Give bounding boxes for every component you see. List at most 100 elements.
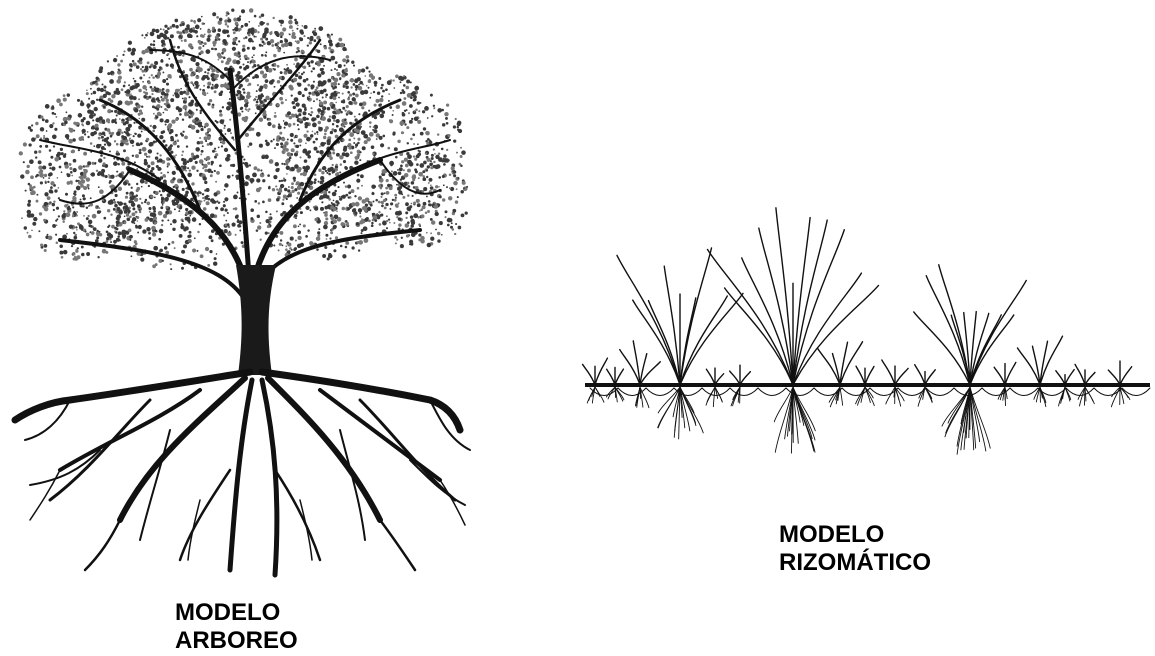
canopy-leaf-dot bbox=[295, 239, 297, 241]
canopy-leaf-dot bbox=[223, 201, 225, 203]
canopy-leaf-dot bbox=[314, 218, 318, 222]
canopy-leaf-dot bbox=[379, 136, 383, 140]
rhizome-grass-icon bbox=[575, 185, 1155, 465]
canopy-leaf-dot bbox=[410, 81, 412, 83]
canopy-leaf-dot bbox=[370, 92, 372, 94]
canopy-leaf-dot bbox=[214, 148, 216, 150]
canopy-leaf-dot bbox=[445, 117, 448, 120]
canopy-leaf-dot bbox=[190, 73, 193, 76]
canopy-leaf-dot bbox=[341, 196, 343, 198]
canopy-leaf-dot bbox=[416, 163, 419, 166]
canopy-leaf-dot bbox=[99, 231, 101, 233]
canopy-leaf-dot bbox=[210, 213, 215, 218]
canopy-leaf-dot bbox=[297, 192, 300, 195]
canopy-leaf-dot bbox=[196, 35, 198, 37]
canopy-leaf-dot bbox=[306, 78, 309, 81]
canopy-leaf-dot bbox=[248, 108, 250, 110]
canopy-leaf-dot bbox=[449, 173, 452, 176]
canopy-leaf-dot bbox=[200, 112, 202, 114]
canopy-leaf-dot bbox=[272, 68, 274, 70]
canopy-leaf-dot bbox=[355, 143, 358, 146]
canopy-leaf-dot bbox=[293, 63, 295, 65]
canopy-leaf-dot bbox=[348, 139, 351, 142]
canopy-leaf-dot bbox=[362, 83, 364, 85]
canopy-leaf-dot bbox=[287, 111, 291, 115]
canopy-leaf-dot bbox=[151, 98, 155, 102]
canopy-leaf-dot bbox=[157, 152, 159, 154]
rhizome-model-caption: MODELO RIZOMÁTICO bbox=[779, 521, 931, 577]
canopy-leaf-dot bbox=[137, 60, 139, 62]
canopy-leaf-dot bbox=[203, 176, 207, 180]
canopy-leaf-dot bbox=[362, 146, 366, 150]
canopy-leaf-dot bbox=[159, 154, 161, 156]
canopy-leaf-dot bbox=[207, 68, 210, 71]
canopy-leaf-dot bbox=[344, 118, 347, 121]
canopy-leaf-dot bbox=[186, 24, 190, 28]
canopy-leaf-dot bbox=[225, 133, 227, 135]
canopy-leaf-dot bbox=[324, 191, 328, 195]
canopy-leaf-dot bbox=[304, 25, 308, 29]
canopy-leaf-dot bbox=[86, 177, 90, 181]
canopy-leaf-dot bbox=[295, 102, 299, 106]
canopy-leaf-dot bbox=[90, 142, 93, 145]
canopy-leaf-dot bbox=[202, 75, 206, 79]
plant-root bbox=[680, 387, 694, 413]
canopy-leaf-dot bbox=[297, 236, 301, 240]
canopy-leaf-dot bbox=[257, 64, 260, 67]
canopy-leaf-dot bbox=[407, 185, 410, 188]
canopy-leaf-dot bbox=[358, 196, 362, 200]
canopy-leaf-dot bbox=[411, 232, 416, 237]
canopy-leaf-dot bbox=[257, 99, 259, 101]
canopy-leaf-dot bbox=[447, 134, 450, 137]
canopy-leaf-dot bbox=[53, 209, 55, 211]
canopy-leaf-dot bbox=[172, 177, 175, 180]
canopy-leaf-dot bbox=[213, 44, 216, 47]
canopy-leaf-dot bbox=[395, 242, 397, 244]
canopy-leaf-dot bbox=[411, 181, 415, 185]
canopy-leaf-dot bbox=[123, 136, 128, 141]
canopy-leaf-dot bbox=[185, 208, 188, 211]
canopy-leaf-dot bbox=[83, 152, 87, 156]
canopy-leaf-dot bbox=[394, 194, 397, 197]
canopy-leaf-dot bbox=[77, 222, 80, 225]
canopy-leaf-dot bbox=[194, 22, 196, 24]
canopy-leaf-dot bbox=[222, 39, 226, 43]
rhizome-connector bbox=[786, 388, 814, 396]
canopy-leaf-dot bbox=[203, 93, 206, 96]
canopy-leaf-dot bbox=[133, 62, 137, 66]
canopy-leaf-dot bbox=[260, 100, 264, 104]
canopy-leaf-dot bbox=[427, 117, 429, 119]
canopy-leaf-dot bbox=[234, 52, 238, 56]
canopy-leaf-dot bbox=[335, 168, 337, 170]
canopy-leaf-dot bbox=[298, 91, 302, 95]
canopy-leaf-dot bbox=[113, 201, 116, 204]
canopy-leaf-dot bbox=[218, 21, 222, 25]
canopy-leaf-dot bbox=[116, 228, 119, 231]
canopy-leaf-dot bbox=[118, 210, 123, 215]
canopy-leaf-dot bbox=[415, 109, 418, 112]
tree-caption-line2: ARBOREO bbox=[175, 627, 298, 655]
canopy-leaf-dot bbox=[298, 225, 300, 227]
canopy-leaf-dot bbox=[97, 230, 99, 232]
canopy-leaf-dot bbox=[244, 99, 248, 103]
canopy-leaf-dot bbox=[412, 133, 415, 136]
canopy-leaf-dot bbox=[268, 232, 270, 234]
canopy-leaf-dot bbox=[272, 124, 276, 128]
canopy-leaf-dot bbox=[203, 85, 205, 87]
canopy-leaf-dot bbox=[198, 67, 203, 72]
canopy-leaf-dot bbox=[223, 204, 226, 207]
canopy-leaf-dot bbox=[385, 187, 388, 190]
canopy-leaf-dot bbox=[400, 81, 402, 83]
canopy-leaf-dot bbox=[220, 141, 222, 143]
grass-blade bbox=[1033, 346, 1041, 385]
canopy-leaf-dot bbox=[372, 115, 375, 118]
canopy-leaf-dot bbox=[259, 118, 263, 122]
canopy-leaf-dot bbox=[380, 186, 382, 188]
canopy-leaf-dot bbox=[78, 176, 80, 178]
canopy-leaf-dot bbox=[316, 98, 318, 100]
canopy-leaf-dot bbox=[346, 223, 349, 226]
canopy-leaf-dot bbox=[422, 177, 426, 181]
canopy-leaf-dot bbox=[225, 23, 228, 26]
canopy-leaf-dot bbox=[224, 229, 228, 233]
canopy-leaf-dot bbox=[354, 212, 357, 215]
